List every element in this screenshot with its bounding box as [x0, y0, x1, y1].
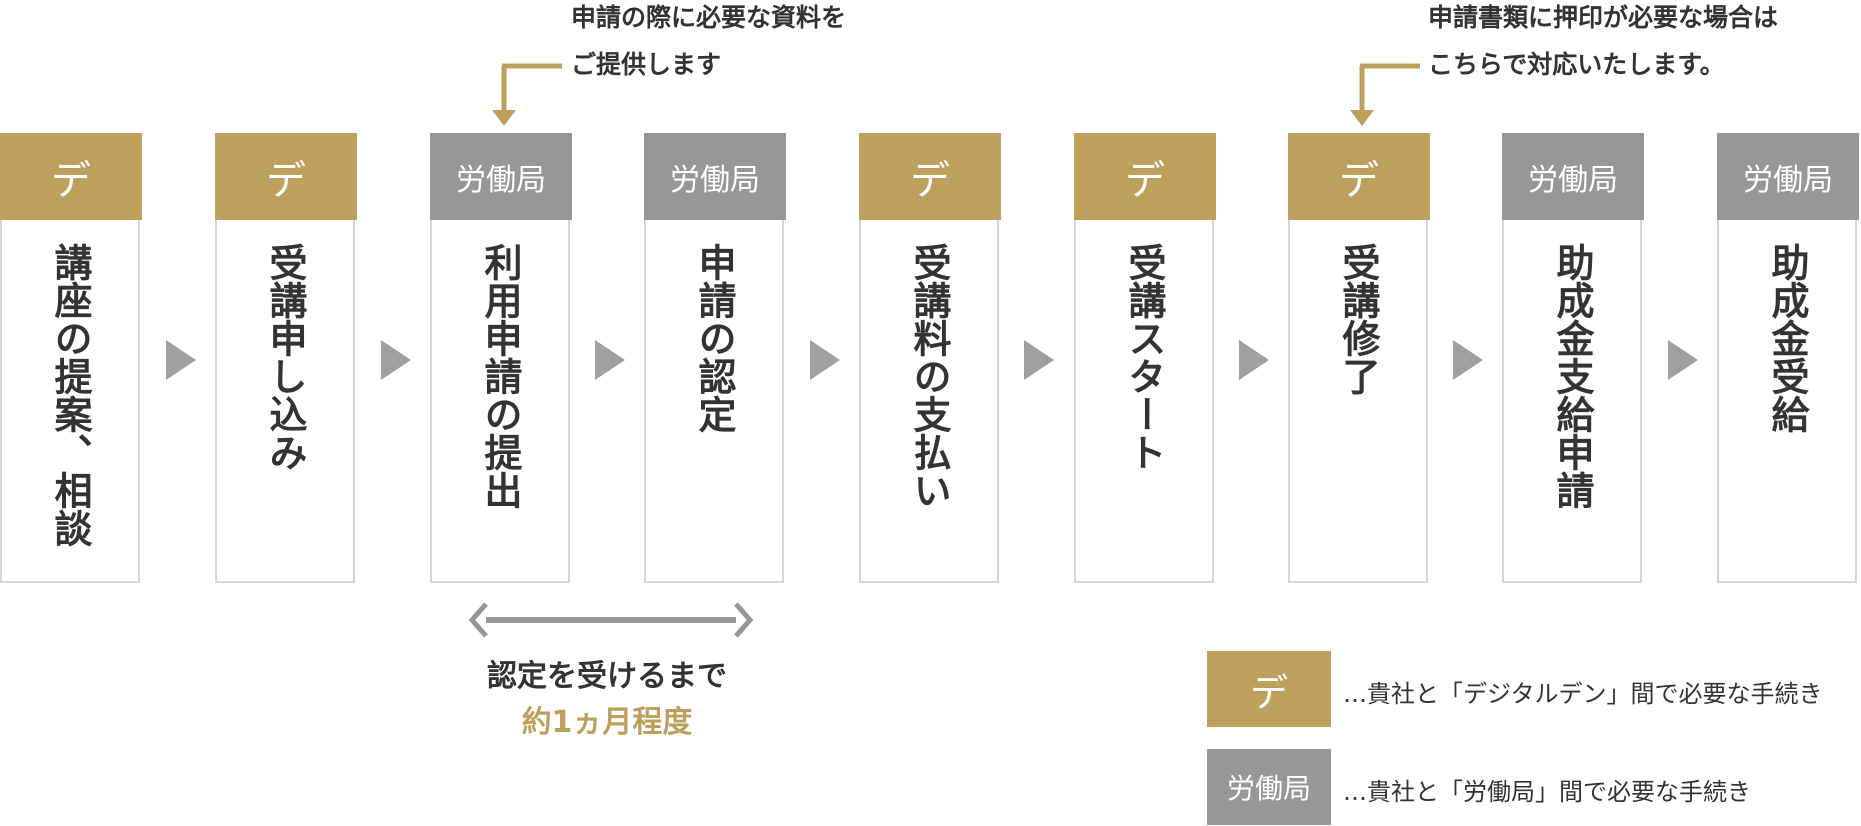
step-8: 労働局 助成金支給申請 [1502, 133, 1644, 583]
note-right-line2: こちらで対応いたします。 [1428, 50, 1725, 79]
legend-tag-de: デ [1207, 651, 1331, 727]
tag-rodo: 労働局 [644, 133, 786, 220]
flow-arrow-icon [166, 340, 196, 380]
flow-arrow-icon [1668, 340, 1698, 380]
step-5: デ 受講料の支払い [859, 133, 1001, 583]
step-9: 労働局 助成金受給 [1717, 133, 1859, 583]
note-left-line1: 申請の際に必要な資料を [571, 3, 847, 32]
step-2: デ 受講申し込み [215, 133, 357, 583]
legend-text-rodo: …貴社と「労働局」間で必要な手続き [1343, 778, 1751, 806]
note-right-line1: 申請書類に押印が必要な場合は [1428, 3, 1779, 32]
step-label: 受講申し込み [263, 243, 307, 471]
tag-de: デ [859, 133, 1001, 220]
span-label: 認定を受けるまで [487, 659, 727, 694]
tag-rodo: 労働局 [1502, 133, 1644, 220]
step-label: 利用申請の提出 [478, 243, 522, 509]
callout-connector-right [1350, 63, 1420, 126]
tag-de: デ [0, 133, 142, 220]
callout-connector-left [492, 63, 562, 126]
step-label: 受講料の支払い [907, 243, 951, 509]
flow-arrow-icon [1239, 340, 1269, 380]
tag-de: デ [1074, 133, 1216, 220]
flow-arrow-icon [1453, 340, 1483, 380]
tag-rodo: 労働局 [430, 133, 572, 220]
step-7: デ 受講修了 [1288, 133, 1430, 583]
note-left-line2: ご提供します [571, 50, 722, 79]
step-label: 受講修了 [1336, 243, 1380, 395]
tag-de: デ [1288, 133, 1430, 220]
note-left: 申請の際に必要な資料を ご提供します [571, 0, 846, 88]
span-duration: 約1ヵ月程度 [521, 705, 693, 740]
span-double-arrow-icon [468, 602, 754, 638]
step-label: 助成金支給申請 [1550, 243, 1594, 509]
step-label: 受講スタート [1122, 243, 1166, 471]
step-1: デ 講座の提案、相談 [0, 133, 142, 583]
flow-arrow-icon [595, 340, 625, 380]
note-right: 申請書類に押印が必要な場合は こちらで対応いたします。 [1428, 0, 1778, 88]
step-label: 講座の提案、相談 [48, 243, 92, 547]
flow-arrow-icon [381, 340, 411, 380]
tag-de: デ [215, 133, 357, 220]
step-3: 労働局 利用申請の提出 [430, 133, 572, 583]
flow-arrow-icon [1024, 340, 1054, 380]
flow-arrow-icon [810, 340, 840, 380]
step-4: 労働局 申請の認定 [644, 133, 786, 583]
step-label: 助成金受給 [1765, 243, 1809, 433]
tag-rodo: 労働局 [1717, 133, 1859, 220]
step-label: 申請の認定 [692, 243, 736, 433]
step-6: デ 受講スタート [1074, 133, 1216, 583]
legend-tag-rodo: 労働局 [1207, 749, 1331, 825]
legend-text-de: …貴社と「デジタルデン」間で必要な手続き [1343, 680, 1823, 708]
